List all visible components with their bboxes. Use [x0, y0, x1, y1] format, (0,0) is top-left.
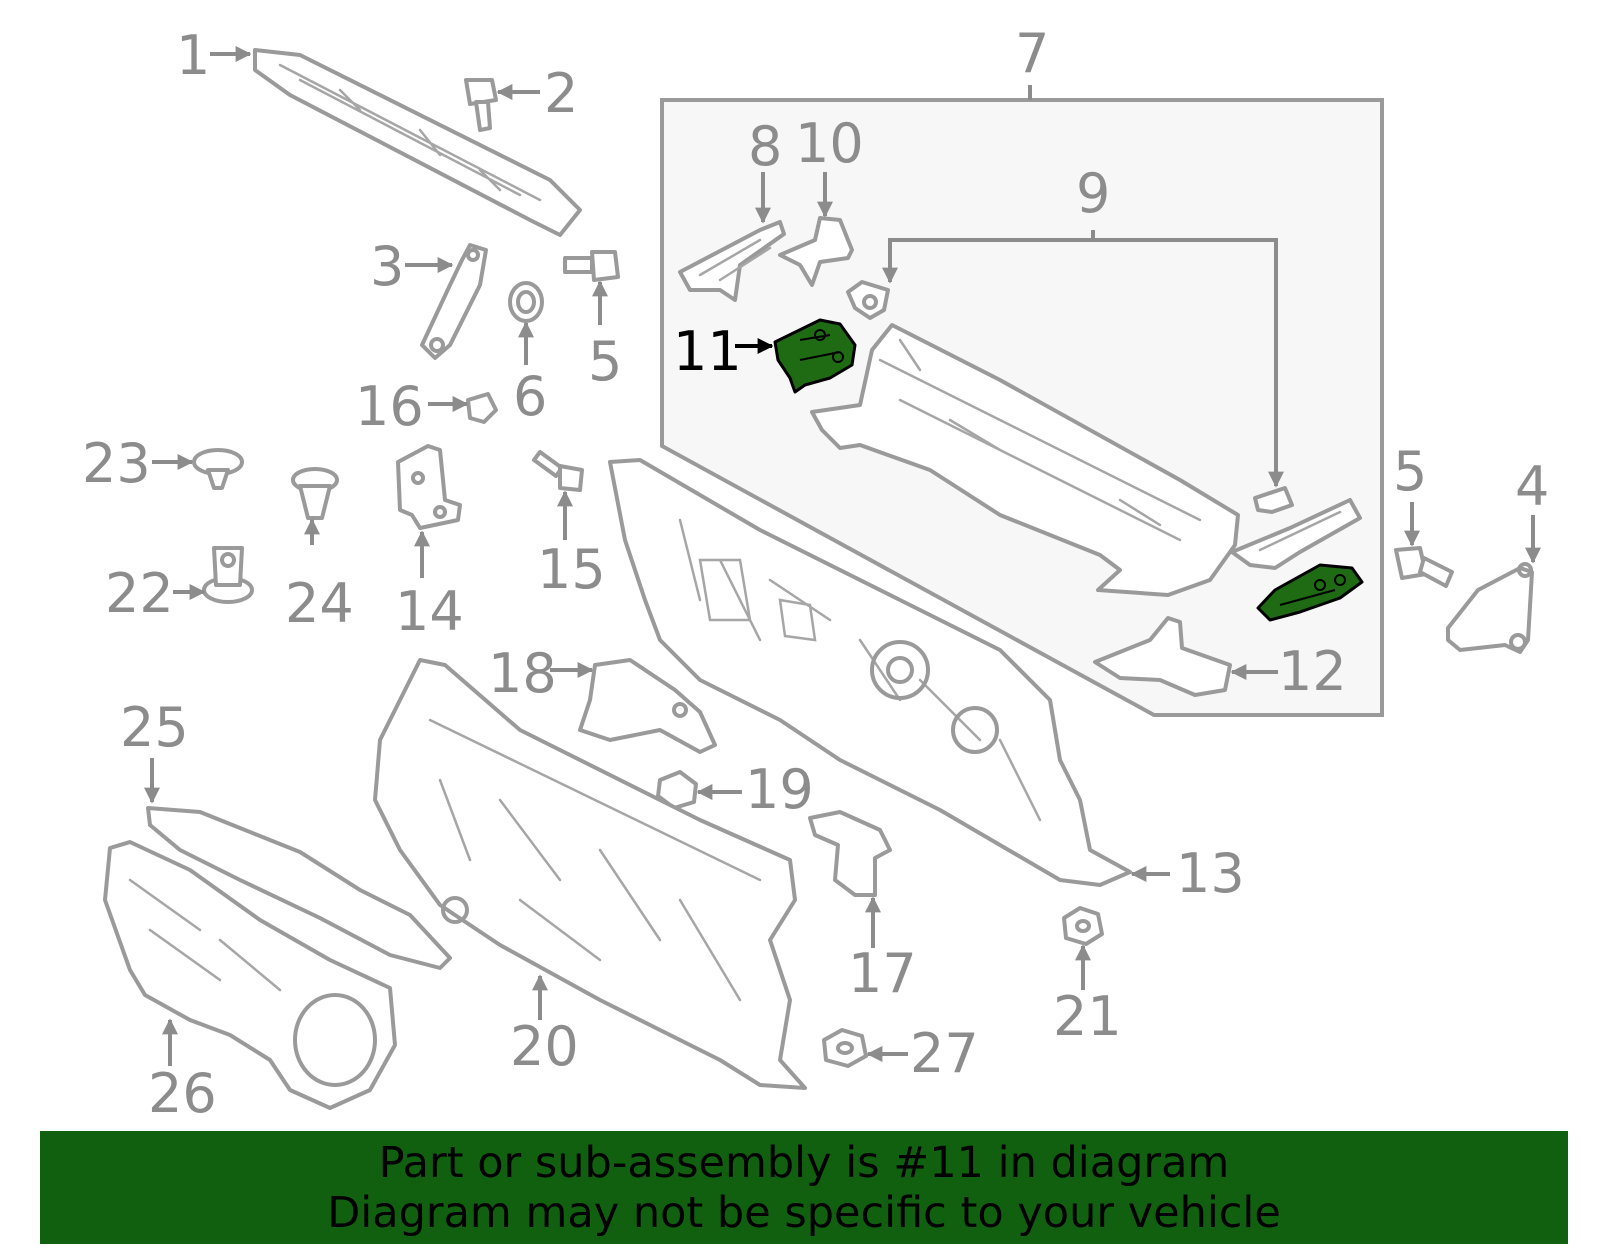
part-18-bracket[interactable]: [578, 658, 717, 754]
part-22-grommet[interactable]: [202, 546, 254, 604]
part-9-piece-left[interactable]: [846, 280, 890, 320]
part-21-nut[interactable]: [1062, 906, 1104, 946]
part-7-side-bracket[interactable]: [1230, 498, 1362, 570]
callout-16: 16: [355, 375, 424, 438]
callout-17: 17: [848, 942, 917, 1005]
part-23-clip[interactable]: [192, 448, 244, 490]
callout-23: 23: [82, 432, 151, 495]
part-20-insulator[interactable]: [373, 658, 807, 1090]
part-9-piece-right[interactable]: [1253, 486, 1294, 514]
part-8-bracket[interactable]: [678, 220, 786, 302]
callout-25: 25: [120, 696, 189, 759]
callout-27: 27: [910, 1022, 979, 1085]
part-14-bracket[interactable]: [396, 444, 462, 530]
part-1-cowl-bar[interactable]: [253, 48, 582, 237]
part-9-leader: [882, 230, 1284, 488]
callout-24: 24: [285, 572, 354, 635]
part-19-nut[interactable]: [656, 770, 698, 810]
callout-26: 26: [148, 1062, 217, 1125]
part-24-retainer[interactable]: [291, 467, 339, 520]
callout-4: 4: [1515, 455, 1549, 518]
callout-3: 3: [370, 235, 404, 298]
part-11-highlight-left[interactable]: [773, 318, 857, 394]
part-2-bolt[interactable]: [464, 78, 498, 132]
part-5-bolt-upper[interactable]: [563, 250, 620, 282]
callout-11: 11: [673, 320, 742, 383]
callout-7: 7: [1015, 22, 1049, 85]
callout-10: 10: [795, 112, 864, 175]
callout-1: 1: [176, 24, 210, 87]
callout-8: 8: [748, 115, 782, 178]
callout-19: 19: [745, 758, 814, 821]
callout-5-lower: 5: [1393, 440, 1427, 503]
part-10-bracket[interactable]: [778, 216, 854, 287]
part-3-bracket[interactable]: [420, 243, 488, 360]
part-13-dash-panel[interactable]: [608, 458, 1132, 887]
part-12-bracket[interactable]: [1093, 616, 1232, 697]
part-7-cowl-panel[interactable]: [810, 323, 1240, 597]
leader-arrows: [144, 46, 1541, 1066]
callout-6: 6: [513, 365, 547, 428]
callout-5-upper: 5: [588, 330, 622, 393]
info-banner: Part or sub-assembly is #11 in diagram D…: [40, 1131, 1568, 1244]
callout-2: 2: [544, 62, 578, 125]
part-15-bolt[interactable]: [532, 450, 584, 492]
callout-20: 20: [510, 1015, 579, 1078]
callout-22: 22: [105, 562, 174, 625]
part-11-highlight-right[interactable]: [1256, 563, 1364, 622]
callout-18: 18: [488, 642, 557, 705]
callout-13: 13: [1176, 842, 1245, 905]
part-4-bracket[interactable]: [1446, 562, 1534, 654]
callout-21: 21: [1053, 985, 1122, 1048]
part-16-clip[interactable]: [466, 392, 498, 424]
part-6-nut[interactable]: [508, 281, 544, 323]
callout-labels: 1 2 3 4 5 5 6 7 8 9 10 11 12 13 14 15 16…: [82, 22, 1549, 1125]
part-27-nut[interactable]: [822, 1028, 868, 1068]
banner-line-1: Part or sub-assembly is #11 in diagram: [378, 1137, 1230, 1188]
part-26-dash-insulator[interactable]: [103, 840, 397, 1110]
callout-14: 14: [395, 580, 464, 643]
part-5-bolt-lower[interactable]: [1394, 546, 1454, 588]
part-25-strip[interactable]: [146, 806, 452, 970]
callout-15: 15: [537, 538, 606, 601]
callout-12: 12: [1278, 640, 1347, 703]
callout-9: 9: [1076, 162, 1110, 225]
banner-line-2: Diagram may not be specific to your vehi…: [327, 1187, 1281, 1238]
part-17-bracket[interactable]: [808, 810, 892, 897]
